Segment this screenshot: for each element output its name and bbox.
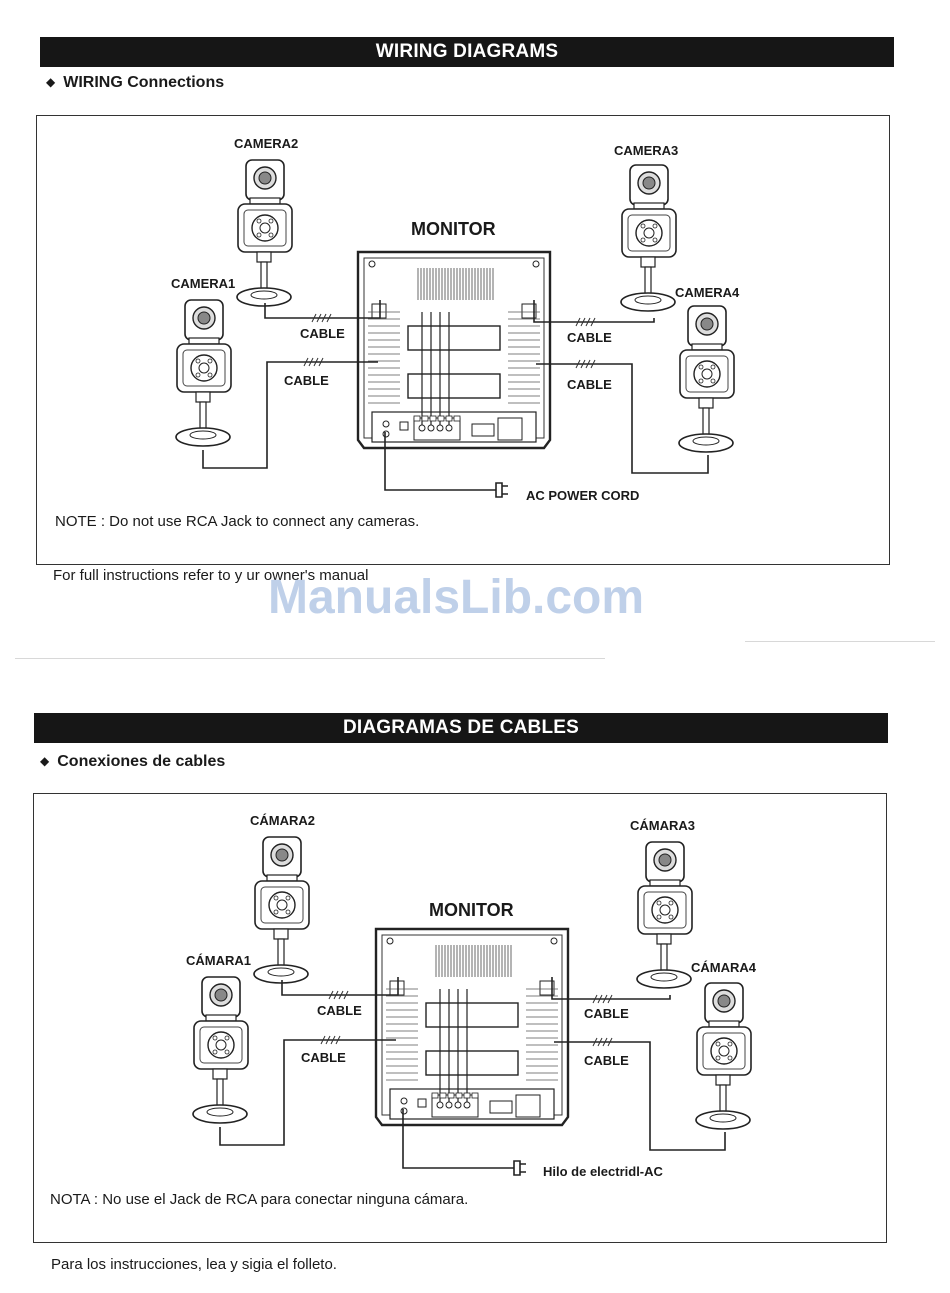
security-camera-icon-2: [236, 159, 293, 307]
wiring-diagram-drawing: [175, 159, 735, 498]
cable-hash-3: [592, 994, 613, 1004]
cable-camera3: [551, 977, 671, 1000]
diamond-bullet-icon: ◆: [46, 75, 56, 89]
monitor-back-panel-icon: [374, 927, 570, 1127]
security-camera-icon-2: [253, 836, 310, 984]
security-camera-icon-1: [192, 976, 249, 1124]
subtitle-wiring-connections: ◆ WIRING Connections: [46, 74, 224, 92]
cable-camera1: [202, 361, 378, 469]
cable-hash-2: [320, 1035, 341, 1045]
cable-camera4: [536, 363, 709, 474]
cable-camera1: [219, 1039, 396, 1146]
wiring-diagram-frame: [36, 115, 890, 565]
security-camera-icon-3: [636, 841, 693, 989]
watermark-logo: ManualsLib.com: [268, 571, 645, 624]
label-camera4: CAMERA4: [675, 285, 740, 300]
label-camera2: CAMERA2: [234, 136, 299, 151]
cable-camera2: [281, 977, 399, 996]
power-cord: [402, 1109, 508, 1169]
cable-camera4: [554, 1041, 726, 1151]
cable-hash-1: [311, 313, 332, 323]
label-power-cord: Hilo de electridl-AC: [543, 1164, 663, 1179]
power-plug-icon: [508, 1160, 526, 1176]
cable-camera2: [264, 300, 381, 319]
cable-hash-3: [575, 317, 596, 327]
cable-hash-2: [303, 357, 324, 367]
label-cable-4: CABLE: [584, 1053, 629, 1068]
label-camara3: CÁMARA3: [630, 818, 695, 833]
security-camera-icon-4: [695, 982, 752, 1130]
cable-diagram-frame: [33, 793, 887, 1243]
footer-text: For full instructions refer to y ur owne…: [53, 567, 369, 584]
cable-hash-1: [328, 990, 349, 1000]
label-camera3: CAMERA3: [614, 143, 679, 158]
cable-hash-4: [575, 359, 596, 369]
label-cable-3: CABLE: [584, 1006, 629, 1021]
footer-text: Para los instrucciones, lea y sigia el f…: [51, 1256, 337, 1273]
divider-line-right: [745, 641, 935, 642]
label-monitor: MONITOR: [411, 219, 496, 239]
power-cord: [384, 432, 490, 491]
note-text: NOTA : No use el Jack de RCA para conect…: [50, 1191, 469, 1208]
label-cable-1: CABLE: [300, 326, 345, 341]
label-ac-power-cord: AC POWER CORD: [526, 488, 640, 503]
subtitle-text: Conexiones de cables: [57, 753, 226, 770]
security-camera-icon-3: [620, 164, 677, 312]
label-camera1: CAMERA1: [171, 276, 236, 291]
monitor-back-panel-icon: [356, 250, 552, 450]
label-cable-1: CABLE: [317, 1003, 362, 1018]
label-camara1: CÁMARA1: [186, 953, 251, 968]
label-cable-3: CABLE: [567, 330, 612, 345]
subtitle-conexiones-de-cables: ◆ Conexiones de cables: [40, 753, 225, 771]
subtitle-text: WIRING Connections: [63, 74, 225, 91]
security-camera-icon-4: [678, 305, 735, 453]
diamond-bullet-icon: ◆: [40, 754, 50, 768]
security-camera-icon-1: [175, 299, 232, 447]
note-text: NOTE : Do not use RCA Jack to connect an…: [55, 513, 420, 530]
banner-wiring-diagrams: WIRING DIAGRAMS: [40, 37, 894, 67]
cable-camera3: [533, 300, 655, 323]
cable-hash-4: [592, 1037, 613, 1047]
label-camara2: CÁMARA2: [250, 813, 315, 828]
divider-line: [15, 658, 605, 659]
banner-diagramas-de-cables: DIAGRAMAS DE CABLES: [34, 713, 888, 743]
power-plug-icon: [490, 482, 508, 498]
label-cable-2: CABLE: [301, 1050, 346, 1065]
label-monitor: MONITOR: [429, 900, 514, 920]
label-cable-2: CABLE: [284, 373, 329, 388]
label-camara4: CÁMARA4: [691, 960, 756, 975]
label-cable-4: CABLE: [567, 377, 612, 392]
